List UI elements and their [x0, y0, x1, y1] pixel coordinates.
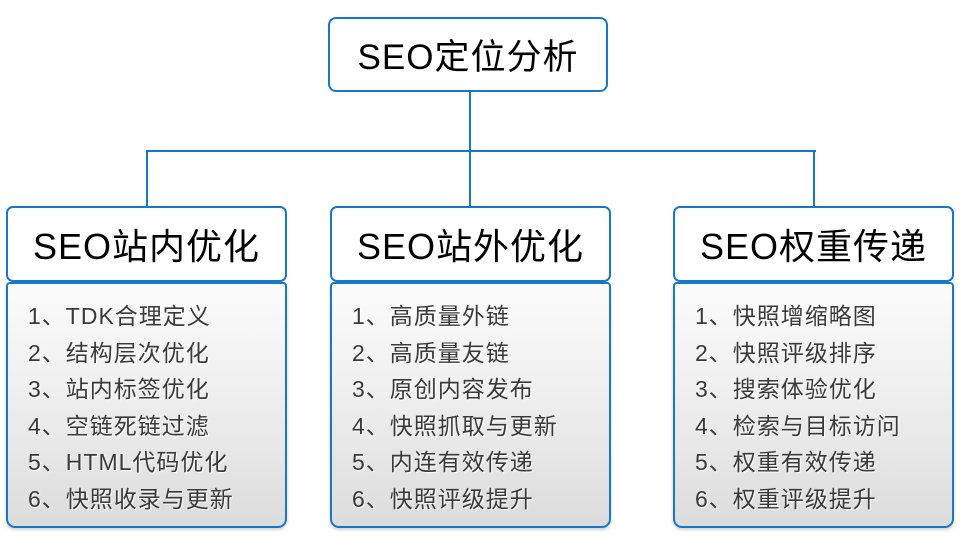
- list-item: 1、TDK合理定义: [28, 303, 211, 329]
- list-item: 2、高质量友链: [352, 339, 510, 366]
- branch-onsite-optimization: SEO站内优化 1、TDK合理定义 2、结构层次优化 3、站内标签优化 4、空链…: [6, 206, 287, 528]
- branch-offsite-optimization: SEO站外优化 1、高质量外链 2、高质量友链 3、原创内容发布 4、快照抓取与…: [330, 206, 611, 528]
- list-item: 2、快照评级排序: [695, 339, 877, 366]
- connector-rail: [146, 150, 816, 152]
- list-item: 6、快照评级提升: [352, 485, 534, 512]
- connector-drop-left: [146, 150, 148, 206]
- list-item: 4、空链死链过滤: [28, 412, 210, 439]
- connector-drop-middle: [469, 150, 471, 206]
- list-item: 5、HTML代码优化: [28, 449, 229, 475]
- branch-list-weight: 1、快照增缩略图 2、快照评级排序 3、搜索体验优化 4、检索与目标访问 5、权…: [673, 282, 954, 528]
- list-item: 3、站内标签优化: [28, 376, 210, 402]
- list-item: 4、快照抓取与更新: [352, 412, 558, 439]
- branch-title-offsite: SEO站外优化: [330, 206, 611, 282]
- list-item: 5、权重有效传递: [695, 449, 877, 475]
- list-item: 3、原创内容发布: [352, 376, 534, 402]
- root-node-seo-positioning: SEO定位分析: [328, 17, 608, 92]
- branch-title-onsite: SEO站内优化: [6, 206, 287, 282]
- list-item: 6、权重评级提升: [695, 485, 877, 512]
- list-item: 6、快照收录与更新: [28, 485, 234, 512]
- list-item: 1、高质量外链: [352, 303, 510, 329]
- connector-stem: [469, 92, 471, 151]
- list-item: 4、检索与目标访问: [695, 412, 901, 439]
- branch-title-weight: SEO权重传递: [673, 206, 954, 282]
- branch-list-offsite: 1、高质量外链 2、高质量友链 3、原创内容发布 4、快照抓取与更新 5、内连有…: [330, 282, 611, 528]
- list-item: 1、快照增缩略图: [695, 303, 877, 329]
- branch-weight-transfer: SEO权重传递 1、快照增缩略图 2、快照评级排序 3、搜索体验优化 4、检索与…: [673, 206, 954, 528]
- list-item: 3、搜索体验优化: [695, 376, 877, 402]
- connector-drop-right: [813, 150, 815, 206]
- branch-list-onsite: 1、TDK合理定义 2、结构层次优化 3、站内标签优化 4、空链死链过滤 5、H…: [6, 282, 287, 528]
- list-item: 5、内连有效传递: [352, 449, 534, 475]
- list-item: 2、结构层次优化: [28, 339, 210, 366]
